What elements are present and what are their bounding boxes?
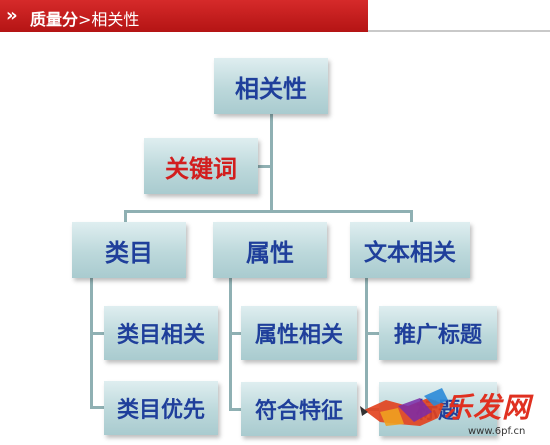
connector-branch-2-child-2 [229, 408, 241, 411]
header-section: 质量分 [30, 10, 79, 29]
connector-root-vertical [270, 112, 273, 212]
connector-branch-3 [410, 210, 413, 222]
header-title: 质量分>相关性 [30, 6, 139, 30]
connector-branch-1-child-2 [90, 406, 104, 409]
connector-keyword [258, 165, 272, 168]
connector-branch-1-vertical [90, 276, 93, 408]
node-branch-2-child-2: 符合特征 [241, 382, 357, 436]
node-branch-1-child-1: 类目相关 [104, 306, 218, 360]
node-root: 相关性 [214, 58, 328, 114]
node-branch-1: 类目 [72, 222, 186, 278]
header-separator: > [78, 10, 92, 29]
watermark-url: www.6pf.cn [468, 426, 526, 437]
header-bar: » 质量分>相关性 [0, 0, 368, 32]
connector-branch-3-child-1 [365, 332, 379, 335]
node-branch-1-child-2: 类目优先 [104, 381, 218, 435]
connector-branch-2-child-1 [229, 332, 241, 335]
node-branch-3: 文本相关 [350, 222, 470, 278]
connector-branch-2-vertical [229, 276, 232, 410]
node-keyword: 关键词 [144, 138, 258, 194]
connector-branches-horizontal [124, 210, 412, 213]
connector-branch-1 [124, 210, 127, 222]
node-branch-2-child-1: 属性相关 [241, 306, 357, 360]
node-branch-3-child-1: 推广标题 [379, 306, 497, 360]
double-chevron-icon: » [6, 5, 17, 26]
connector-branch-1-child-1 [90, 332, 104, 335]
node-branch-2: 属性 [213, 222, 327, 278]
watermark-logo [360, 388, 448, 426]
header-topic: 相关性 [91, 10, 140, 29]
connector-branch-3-vertical [365, 276, 368, 410]
watermark-brand: 乐发网 [444, 391, 532, 424]
header-rule [368, 30, 550, 32]
bull-logo-icon [360, 388, 448, 426]
